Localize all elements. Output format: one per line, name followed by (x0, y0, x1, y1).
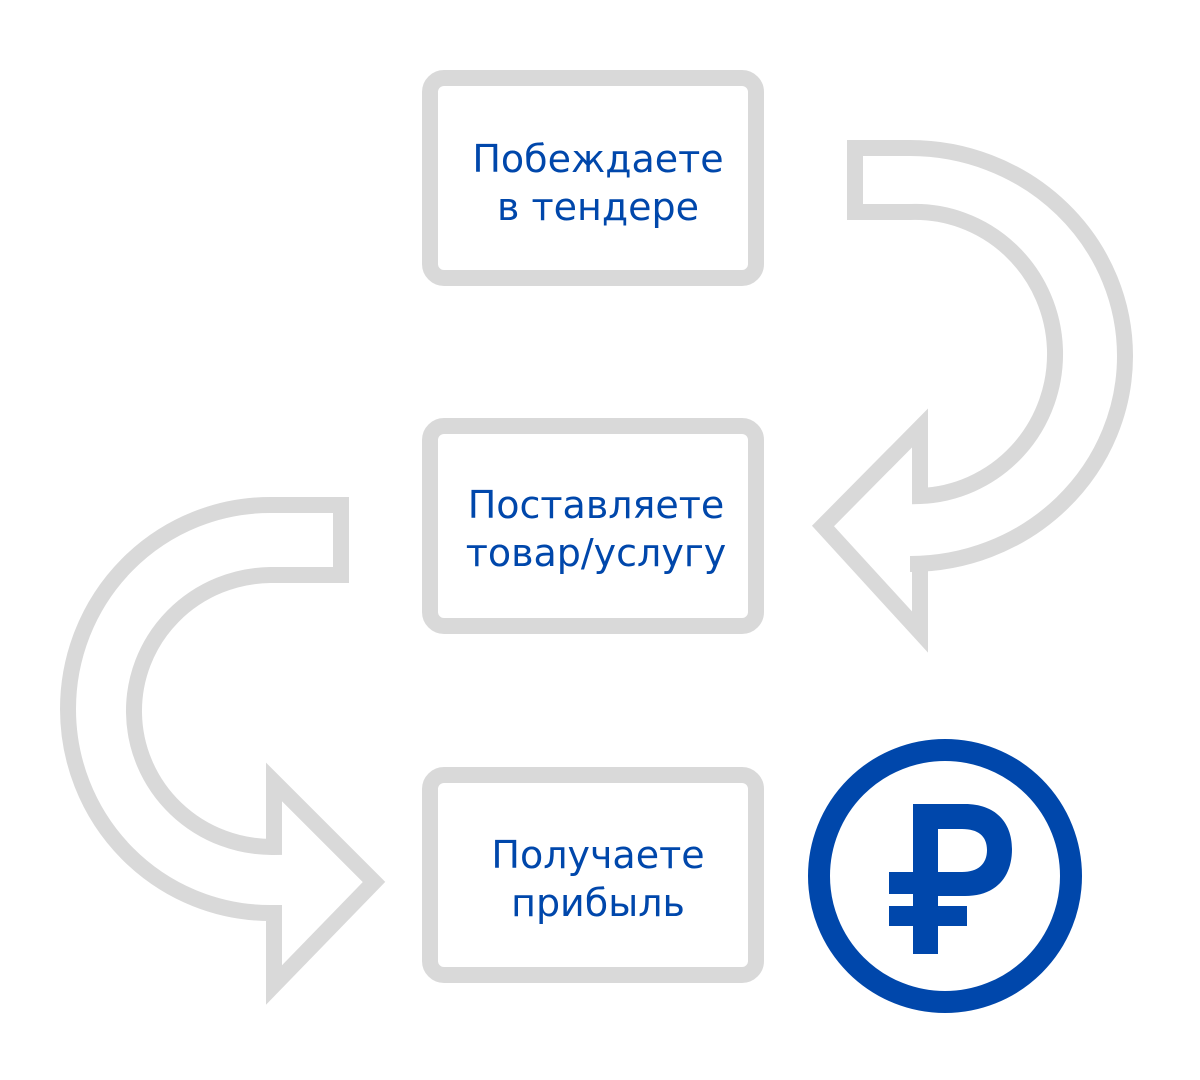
curved-arrow-right-icon (811, 140, 1133, 653)
step-box-delivery: Поставляете товар/услугу (422, 418, 764, 634)
step-label-line1: Побеждаете (472, 137, 723, 181)
ruble-coin-icon (808, 739, 1082, 1013)
step-box-frame (422, 767, 764, 983)
curved-arrow-left-icon (60, 497, 386, 1005)
step-box-profit: Получаете прибыль (422, 767, 764, 983)
step-label-line2: в тендере (497, 185, 699, 229)
step-label-line2: товар/услугу (466, 531, 727, 575)
step-label-line2: прибыль (511, 881, 685, 925)
step-box-tender: Побеждаете в тендере (422, 70, 764, 286)
step-box-frame (422, 70, 764, 286)
step-label-line1: Поставляете (468, 483, 725, 527)
step-label-line1: Получаете (491, 833, 704, 877)
step-box-frame (422, 418, 764, 634)
